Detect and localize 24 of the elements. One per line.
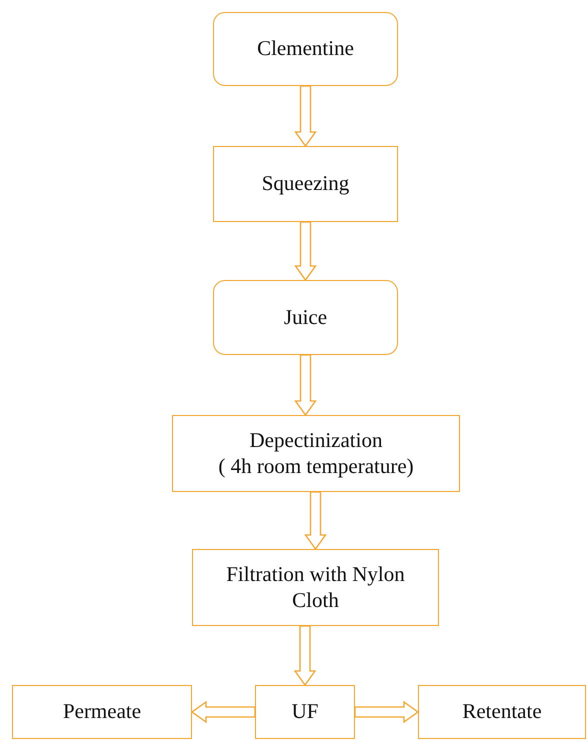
node-label: Permeate bbox=[62, 699, 142, 725]
process-box bbox=[418, 685, 586, 739]
hollow-arrow bbox=[304, 491, 327, 550]
node-label: Squeezing bbox=[262, 171, 350, 197]
rounded-box bbox=[213, 280, 398, 355]
process-box bbox=[213, 146, 398, 222]
node-label: Retentate bbox=[462, 699, 542, 725]
process-box bbox=[172, 415, 460, 492]
hollow-arrow bbox=[294, 354, 317, 416]
hollow-arrow bbox=[294, 221, 317, 282]
node-label: Clementine bbox=[257, 36, 354, 62]
hollow-arrow bbox=[294, 85, 317, 148]
node-label: UF bbox=[292, 699, 318, 725]
hollow-arrow bbox=[294, 625, 316, 686]
process-box bbox=[255, 685, 355, 739]
rounded-box bbox=[213, 12, 398, 86]
node-label: Filtration with Nylon Cloth bbox=[225, 562, 406, 613]
node-label: Depectinization bbox=[250, 428, 382, 454]
node-label: ( 4h room temperature) bbox=[218, 454, 414, 479]
hollow-arrow bbox=[354, 700, 420, 724]
node-label: Juice bbox=[284, 304, 328, 330]
process-box bbox=[192, 549, 439, 626]
hollow-arrow bbox=[190, 700, 256, 724]
process-box bbox=[12, 685, 192, 739]
